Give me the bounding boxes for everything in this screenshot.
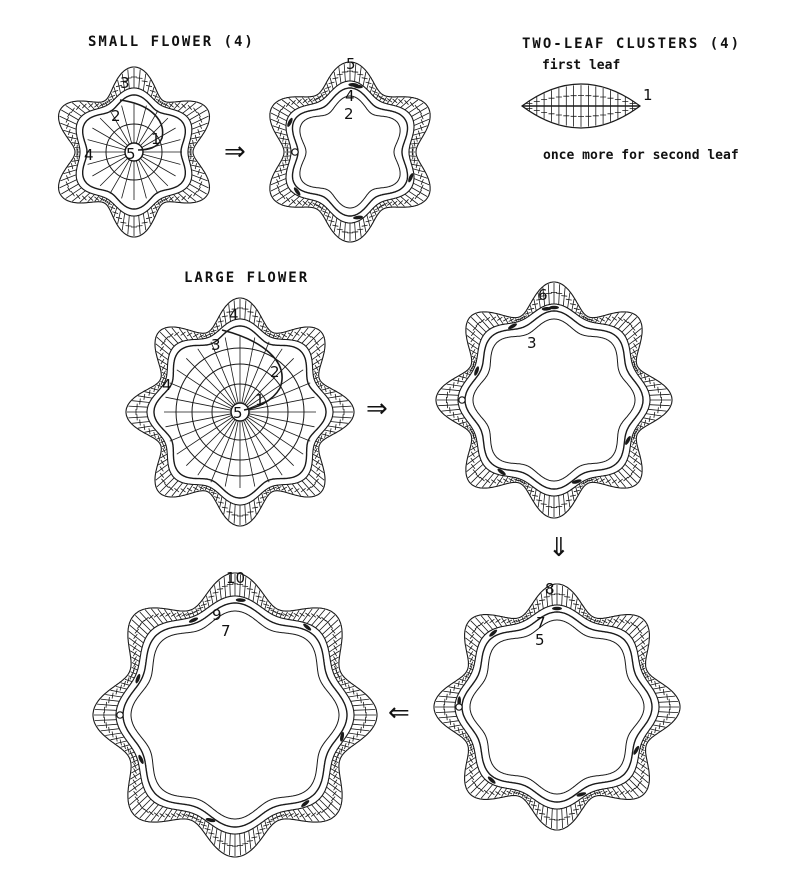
arrow-left: ⇐ bbox=[388, 698, 410, 728]
round-number-9: 9 bbox=[212, 606, 222, 624]
round-number-3: 3 bbox=[211, 336, 221, 354]
round-number-1: 1 bbox=[151, 130, 161, 148]
round-number-5: 5 bbox=[535, 631, 545, 649]
round-number-1: 1 bbox=[255, 391, 265, 409]
round-number-3: 3 bbox=[120, 74, 130, 92]
large-flower-step4: 10 97 bbox=[92, 569, 378, 858]
round-number-2: 2 bbox=[270, 363, 280, 381]
round-number-3: 3 bbox=[527, 334, 537, 352]
two-leaf-clusters-title: TWO-LEAF CLUSTERS (4) bbox=[522, 36, 742, 52]
round-number-10: 10 bbox=[226, 569, 245, 587]
small-flower-title: SMALL FLOWER (4) bbox=[88, 34, 255, 50]
round-number-5: 5 bbox=[346, 55, 356, 73]
start-marker-5: 5 bbox=[233, 404, 243, 422]
large-flower-title: LARGE FLOWER bbox=[184, 270, 310, 286]
arrow-down: ⇓ bbox=[548, 533, 570, 563]
round-number-4: 4 bbox=[345, 87, 355, 105]
round-number-4: 4 bbox=[84, 146, 94, 164]
second-leaf-label: once more for second leaf bbox=[543, 148, 739, 163]
round-number-8: 8 bbox=[545, 580, 555, 598]
two-leaf-cluster: 1 bbox=[520, 83, 653, 129]
arrows: ⇒ ⇒ ⇓ ⇐ bbox=[224, 137, 570, 728]
round-number-2: 2 bbox=[344, 105, 354, 123]
leaf-round-number-1: 1 bbox=[643, 86, 653, 104]
start-marker-5: 5 bbox=[126, 145, 136, 163]
small-flower-step2: 5 42 bbox=[269, 55, 431, 243]
round-number-7: 7 bbox=[536, 614, 546, 632]
large-flower-step2: 63 bbox=[435, 281, 673, 519]
small-flower-step1: 1 2 3 4 5 bbox=[57, 66, 211, 238]
round-number-7: 7 bbox=[221, 622, 231, 640]
round-number-6: 6 bbox=[538, 286, 548, 304]
arrow-right-small: ⇒ bbox=[224, 137, 246, 167]
first-leaf-label: first leaf bbox=[542, 58, 621, 73]
round-number-2: 2 bbox=[111, 107, 121, 125]
large-flower-step3: 8 75 bbox=[433, 580, 681, 831]
round-number-4: 4 bbox=[229, 306, 239, 324]
arrow-right-large: ⇒ bbox=[366, 394, 388, 424]
round-number-4-left: 4 bbox=[162, 376, 172, 394]
